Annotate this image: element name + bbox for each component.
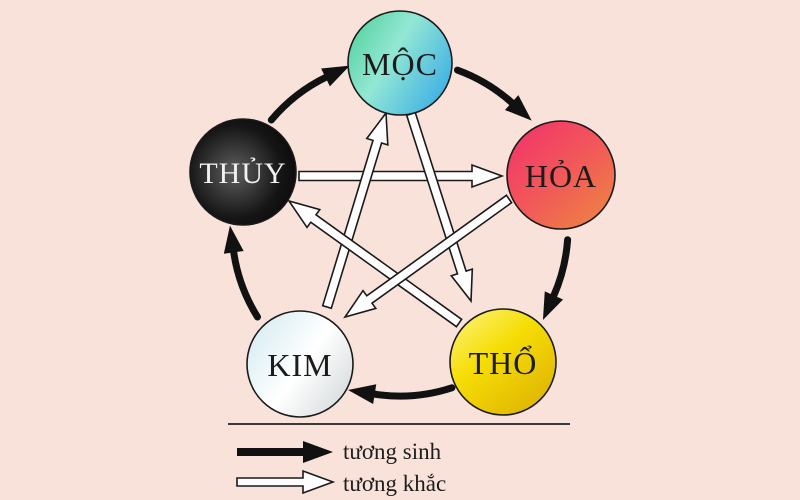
hoa-circle: [506, 120, 616, 230]
khac-arrow-moc-to-tho: [405, 111, 474, 304]
legend-sinh-label: tương sinh: [343, 439, 442, 464]
kim-label: KIM: [267, 347, 332, 383]
sinh-arrow-hoa-to-tho: [542, 236, 572, 321]
moc-label: MỘC: [362, 46, 438, 82]
legend-khac-arrow-icon: [236, 469, 336, 495]
legend: tương sinh tương khắc: [228, 423, 570, 496]
tho-circle: [449, 308, 557, 416]
tuong-sinh-cycle: [223, 65, 572, 405]
hoa-label: HỎA: [525, 158, 597, 194]
sinh-arrow-kim-to-thuy: [223, 225, 261, 321]
sinh-arrow-tho-to-kim: [348, 384, 456, 405]
element-node-thuy: THỦY: [189, 118, 297, 226]
element-node-kim: KIM: [246, 310, 354, 418]
sinh-arrow-thuy-to-moc: [267, 65, 350, 124]
kim-circle: [246, 310, 354, 418]
tho-label: THỔ: [469, 345, 538, 381]
legend-khac-label: tương khắc: [343, 471, 446, 496]
element-node-tho: THỔ: [449, 308, 557, 416]
element-node-hoa: HỎA: [506, 120, 616, 230]
tuong-khac-cycle: [287, 110, 513, 328]
thuy-circle: [189, 118, 297, 226]
khac-arrow-kim-to-moc: [321, 110, 389, 310]
khac-arrow-thuy-to-hoa: [298, 163, 505, 189]
sinh-arrow-moc-to-hoa: [454, 66, 532, 121]
khac-arrow-tho-to-thuy: [287, 199, 463, 328]
legend-sinh-arrow-icon: [237, 441, 333, 463]
khac-arrow-hoa-to-kim: [343, 194, 513, 319]
moc-circle: [347, 10, 453, 116]
thuy-label: THỦY: [199, 157, 286, 190]
element-node-moc: MỘC: [347, 10, 453, 116]
